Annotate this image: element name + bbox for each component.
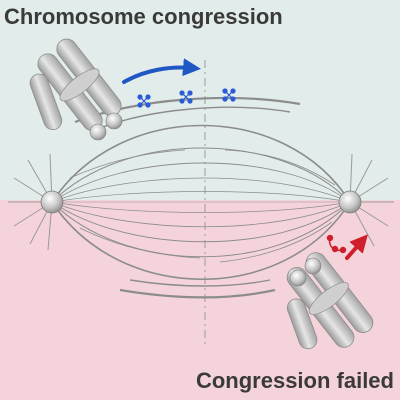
motor-proteins-blue (137, 88, 236, 108)
right-spindle-pole (338, 190, 362, 214)
curved-arrow-up-right-icon (345, 234, 368, 260)
kinetochore (289, 269, 307, 287)
top-panel-label: Chromosome congression (4, 4, 283, 29)
chromosome-top (29, 38, 123, 141)
kinetochore (105, 112, 123, 130)
curved-arrow-right-icon (122, 58, 201, 84)
left-spindle-pole (40, 190, 64, 214)
kinetochore (304, 257, 322, 275)
kinetochore (89, 123, 107, 141)
spindle-microtubules (51, 96, 351, 299)
bottom-panel-label: Congression failed (195, 368, 394, 393)
top-background (0, 0, 400, 200)
chromosome-bottom (286, 252, 374, 350)
motor-protein-red (326, 234, 347, 254)
